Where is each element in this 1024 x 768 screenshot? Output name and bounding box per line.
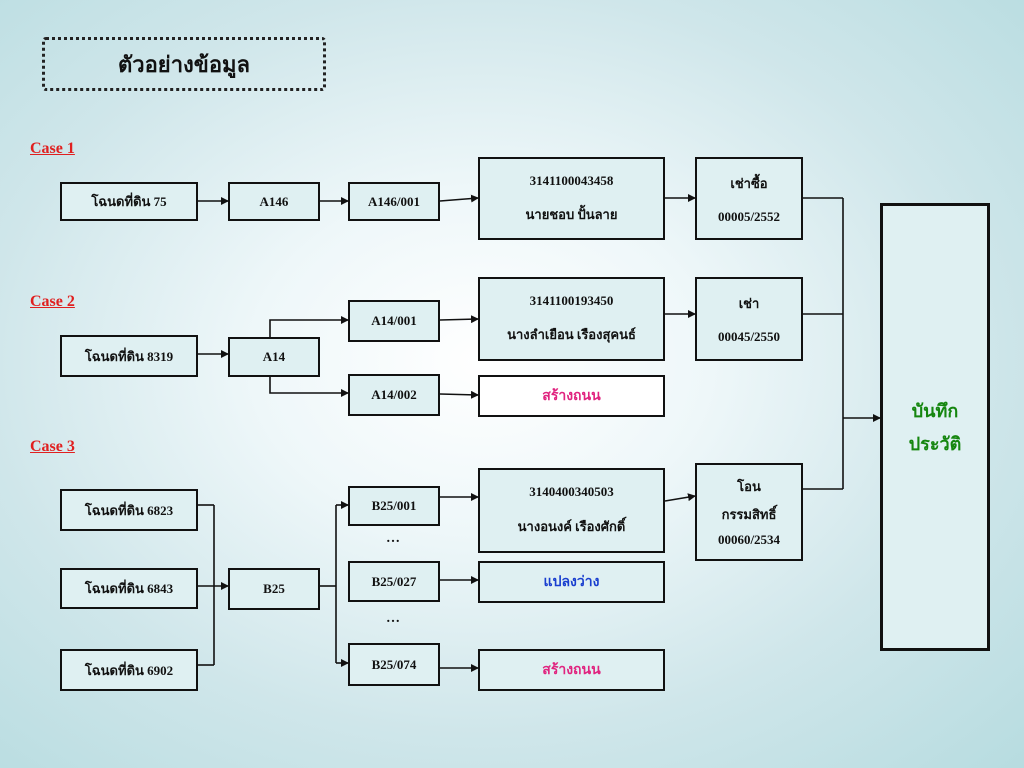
case3-road-text: สร้างถนน	[542, 663, 601, 678]
page-title-text: ตัวอย่างข้อมูล	[117, 51, 251, 77]
case2-owner-id: 3141100193450	[529, 292, 614, 308]
case-3-label: Case 3	[30, 438, 75, 455]
case2-unit2-box: A14/002	[348, 374, 440, 416]
case1-parcel-box: A146	[228, 182, 320, 221]
case3-parcel-box: B25	[228, 568, 320, 610]
case3-transfer-box: โอน กรรมสิทธิ์ 00060/2534	[695, 463, 803, 561]
case3-land-deed-3-text: โฉนดที่ดิน 6902	[84, 662, 174, 678]
case2-land-deed-text: โฉนดที่ดิน 8319	[84, 348, 174, 364]
page-title: ตัวอย่างข้อมูล	[42, 37, 326, 91]
case3-ellipsis-2: …	[386, 611, 400, 626]
case3-owner-name: นางอนงค์ เรืองศักดิ์	[517, 519, 626, 534]
case3-land-deed-1-text: โฉนดที่ดิน 6823	[84, 502, 174, 518]
case2-unit1-text: A14/001	[371, 313, 417, 328]
record-history-line2: ประวัติ	[908, 434, 962, 454]
case1-contract-number: 00005/2552	[717, 208, 781, 224]
case1-unit-box: A146/001	[348, 182, 440, 221]
case3-owner-id: 3140400340503	[529, 484, 614, 499]
case-1-label: Case 1	[30, 140, 75, 157]
record-history-line1: บันทึก	[911, 401, 959, 421]
case2-parcel-text: A14	[262, 349, 286, 364]
case1-contract-box: เช่าซื้อ 00005/2552	[695, 157, 803, 240]
case3-transfer-line1: โอน	[737, 479, 761, 495]
case2-road-box: สร้างถนน	[478, 375, 665, 417]
case1-owner-box: 3141100043458 นายชอบ ปั้นลาย	[478, 157, 665, 240]
case2-owner-name: นางลำเยือน เรืองสุคนธ์	[507, 327, 636, 343]
case3-unit3-box: B25/074	[348, 643, 440, 686]
case3-vacant-text: แปลงว่าง	[543, 575, 600, 590]
case1-unit-text: A146/001	[368, 193, 420, 209]
record-history-box: บันทึก ประวัติ	[880, 203, 990, 651]
case1-land-deed-box: โฉนดที่ดิน 75	[60, 182, 198, 221]
case1-contract-type: เช่าซื้อ	[730, 175, 768, 191]
case3-unit2-box: B25/027	[348, 561, 440, 602]
case-2-label: Case 2	[30, 293, 75, 310]
case3-land-deed-1-box: โฉนดที่ดิน 6823	[60, 489, 198, 531]
case3-ellipsis-1: …	[386, 531, 400, 546]
case3-road-box: สร้างถนน	[478, 649, 665, 691]
case3-unit1-box: B25/001	[348, 486, 440, 526]
case3-unit1-text: B25/001	[371, 498, 417, 513]
case1-land-deed-text: โฉนดที่ดิน 75	[91, 194, 167, 209]
case2-contract-number: 00045/2550	[717, 329, 781, 345]
case3-unit3-text: B25/074	[371, 656, 417, 672]
case3-owner-box: 3140400340503 นางอนงค์ เรืองศักดิ์	[478, 468, 665, 553]
case2-road-text: สร้างถนน	[542, 389, 601, 404]
case2-unit1-box: A14/001	[348, 300, 440, 342]
case2-land-deed-box: โฉนดที่ดิน 8319	[60, 335, 198, 377]
case1-parcel-text: A146	[259, 193, 289, 209]
case3-parcel-text: B25	[263, 581, 285, 596]
case3-land-deed-2-text: โฉนดที่ดิน 6843	[84, 581, 174, 596]
case3-land-deed-3-box: โฉนดที่ดิน 6902	[60, 649, 198, 691]
case1-owner-id: 3141100043458	[529, 172, 614, 188]
case3-transfer-line2: กรรมสิทธิ์	[721, 506, 777, 522]
case3-unit2-text: B25/027	[371, 573, 417, 589]
case3-vacant-box: แปลงว่าง	[478, 561, 665, 603]
case2-owner-box: 3141100193450 นางลำเยือน เรืองสุคนธ์	[478, 277, 665, 361]
case1-owner-name: นายชอบ ปั้นลาย	[525, 206, 618, 222]
case2-parcel-box: A14	[228, 337, 320, 377]
case3-land-deed-2-box: โฉนดที่ดิน 6843	[60, 568, 198, 609]
case3-transfer-number: 00060/2534	[717, 531, 781, 547]
case2-contract-box: เช่า 00045/2550	[695, 277, 803, 361]
case2-contract-type: เช่า	[738, 295, 760, 311]
case2-unit2-text: A14/002	[371, 387, 417, 402]
